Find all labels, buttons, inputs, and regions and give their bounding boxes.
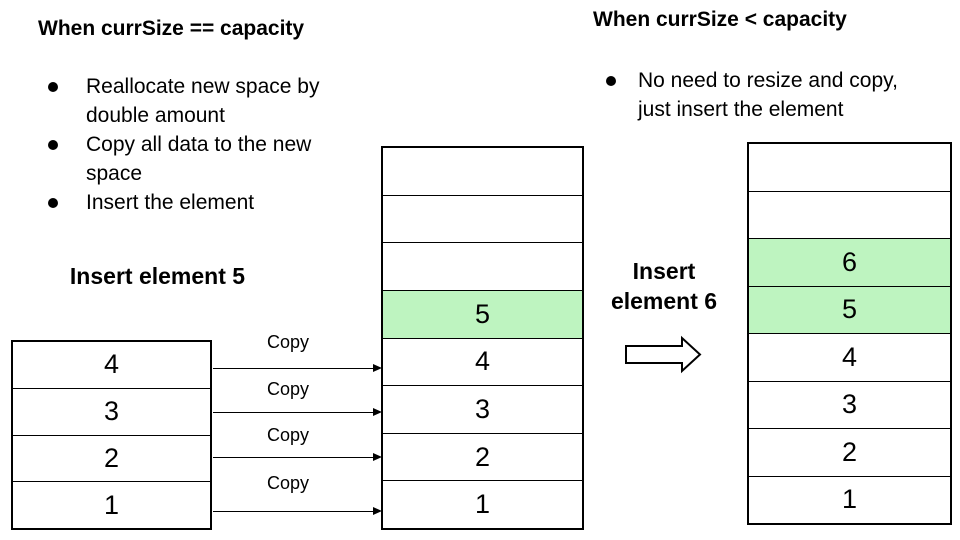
bullet-dot-icon <box>48 140 58 150</box>
array-cell: 1 <box>474 489 491 520</box>
array-cell <box>383 243 582 291</box>
left-heading: When currSize == capacity <box>38 17 305 40</box>
array-cell <box>749 144 950 192</box>
bullet-text: Copy all data to the new space <box>86 133 312 185</box>
array-cell <box>383 148 582 196</box>
array-cell: 4 <box>383 339 582 387</box>
array-cell: 3 <box>749 382 950 429</box>
array-cell <box>749 192 950 239</box>
bullet-dot-icon <box>606 76 616 86</box>
array-cell: 5 <box>383 290 582 339</box>
bullet-text: Insert the element <box>86 191 255 214</box>
copy-arrow-icon <box>213 408 382 416</box>
array-cell: 2 <box>13 436 210 483</box>
array-cell: 1 <box>103 489 120 520</box>
bullet-text: Reallocate new space by double amount <box>86 75 320 127</box>
array-cell: 3 <box>383 386 582 434</box>
left-bullet-list: Reallocate new space by double amount Co… <box>48 72 371 217</box>
array-cell: 1 <box>841 484 858 515</box>
array-cell <box>383 196 582 244</box>
insert-arrow-icon <box>625 335 702 374</box>
array-cell: 5 <box>749 286 950 334</box>
array-cell: 2 <box>383 434 582 482</box>
bullet-dot-icon <box>48 198 58 208</box>
array-cell: 6 <box>749 239 950 287</box>
bullet-item: No need to resize and copy, just insert … <box>606 66 923 124</box>
copy-label: Copy <box>266 425 310 445</box>
insert-element-5-label: Insert element 5 <box>69 263 246 289</box>
array-cell: 3 <box>13 389 210 436</box>
right-heading: When currSize < capacity <box>593 8 847 31</box>
bullet-text: No need to resize and copy, just insert … <box>638 69 898 121</box>
right-bullet-list: No need to resize and copy, just insert … <box>606 66 923 124</box>
copy-label: Copy <box>266 473 310 493</box>
insert-element-6-label: Insert element 6 <box>610 258 718 314</box>
copy-arrow-icon <box>213 453 382 461</box>
copy-label: Copy <box>266 332 310 352</box>
bullet-item: Copy all data to the new space <box>48 130 371 188</box>
copy-arrow-icon <box>213 364 382 372</box>
copy-arrow-icon <box>213 507 382 515</box>
copy-label: Copy <box>266 379 310 399</box>
bullet-item: Reallocate new space by double amount <box>48 72 371 130</box>
array-cell: 4 <box>13 342 210 389</box>
array-cell: 4 <box>749 334 950 382</box>
bullet-item: Insert the element <box>48 188 371 217</box>
array-cell: 2 <box>749 429 950 477</box>
bullet-dot-icon <box>48 82 58 92</box>
